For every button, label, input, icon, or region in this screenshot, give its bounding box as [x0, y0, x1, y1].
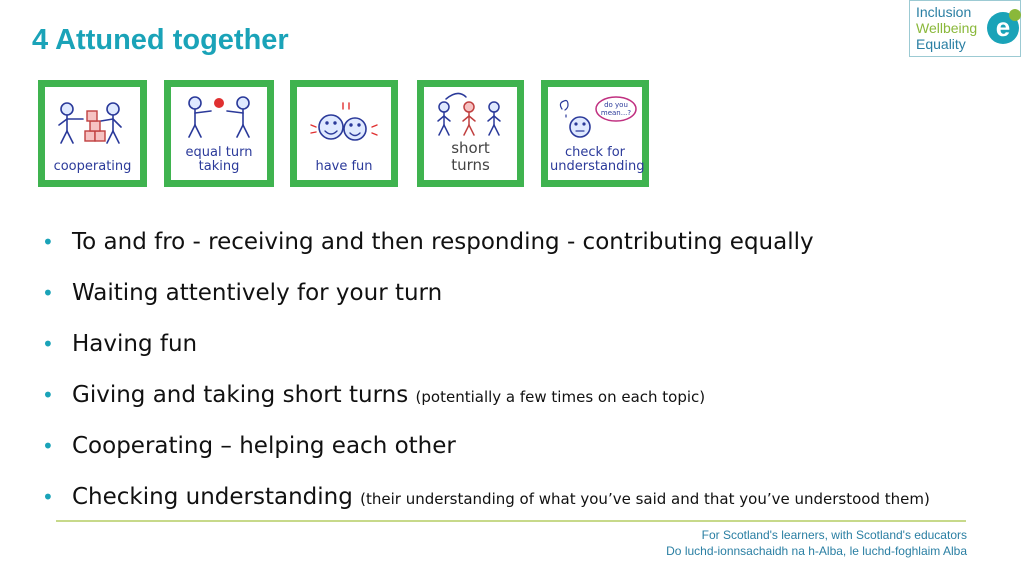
symbol-card-label: cooperating	[53, 159, 132, 174]
logo-badge-icon: e	[987, 9, 1021, 44]
symbol-card-short-turns: short turns	[417, 80, 524, 187]
logo-line-inclusion: Inclusion	[916, 4, 972, 20]
symbol-card-label: have fun	[315, 159, 373, 174]
symbol-card-label: check for understanding	[550, 145, 645, 174]
logo-line-wellbeing: Wellbeing	[916, 20, 978, 36]
bullet-text: Waiting attentively for your turn	[72, 280, 443, 306]
bullet-text: Giving and taking short turns	[72, 382, 409, 408]
bullet-note: (potentially a few times on each topic)	[415, 388, 706, 406]
bullet-dot: •	[42, 485, 54, 509]
speech-bubble-line2: mean...?	[601, 109, 632, 117]
footer-divider	[56, 520, 966, 522]
bullet-item: • To and fro - receiving and then respond…	[40, 222, 930, 273]
turn-taking-icon	[188, 96, 250, 138]
bullet-item: • Cooperating – helping each other	[40, 426, 930, 477]
speech-check-icon: do you mean...?	[559, 96, 637, 138]
bullet-dot: •	[42, 230, 54, 254]
speech-bubble-line1: do you	[604, 101, 628, 109]
bullet-item: • Checking understanding (their understan…	[40, 477, 930, 528]
symbol-card-have-fun: have fun	[290, 80, 398, 187]
bullet-dot: •	[42, 383, 54, 407]
footer-tagline: For Scotland's learners, with Scotland's…	[666, 527, 967, 559]
footer-line-gaelic: Do luchd-ionnsachaidh na h-Alba, le luch…	[666, 544, 967, 558]
symbol-card-equal-turn-taking: equal turn taking	[164, 80, 274, 187]
bullet-dot: •	[42, 332, 54, 356]
page-title: 4 Attuned together	[32, 24, 289, 56]
bullet-text: To and fro - receiving and then respondi…	[72, 229, 814, 255]
symbol-card-label: short turns	[451, 139, 490, 174]
bullet-dot: •	[42, 281, 54, 305]
logo-badge-dot	[1009, 9, 1021, 21]
short-turns-icon	[437, 92, 501, 136]
bullet-item: • Giving and taking short turns (potentia…	[40, 375, 930, 426]
logo-badge-letter: e	[995, 12, 1011, 42]
bullet-note: (their understanding of what you’ve said…	[360, 490, 930, 508]
symbol-card-cooperating: cooperating	[38, 80, 147, 187]
smiling-faces-icon	[310, 102, 378, 141]
bullet-text: Checking understanding	[72, 484, 353, 510]
footer-line-english: For Scotland's learners, with Scotland's…	[701, 528, 967, 542]
symbol-card-check-for-understanding: do you mean...? check for understanding	[541, 80, 649, 187]
bullet-item: • Waiting attentively for your turn	[40, 273, 930, 324]
bullet-text: Having fun	[72, 331, 198, 357]
symbol-card-label: equal turn taking	[185, 145, 253, 174]
education-scotland-logo: Inclusion Wellbeing Equality e	[909, 0, 1021, 57]
bullet-dot: •	[42, 434, 54, 458]
bullet-text: Cooperating – helping each other	[72, 433, 456, 459]
bullet-list: • To and fro - receiving and then respond…	[40, 222, 930, 528]
cooperating-icon	[58, 102, 122, 144]
logo-line-equality: Equality	[916, 36, 966, 52]
bullet-item: • Having fun	[40, 324, 930, 375]
